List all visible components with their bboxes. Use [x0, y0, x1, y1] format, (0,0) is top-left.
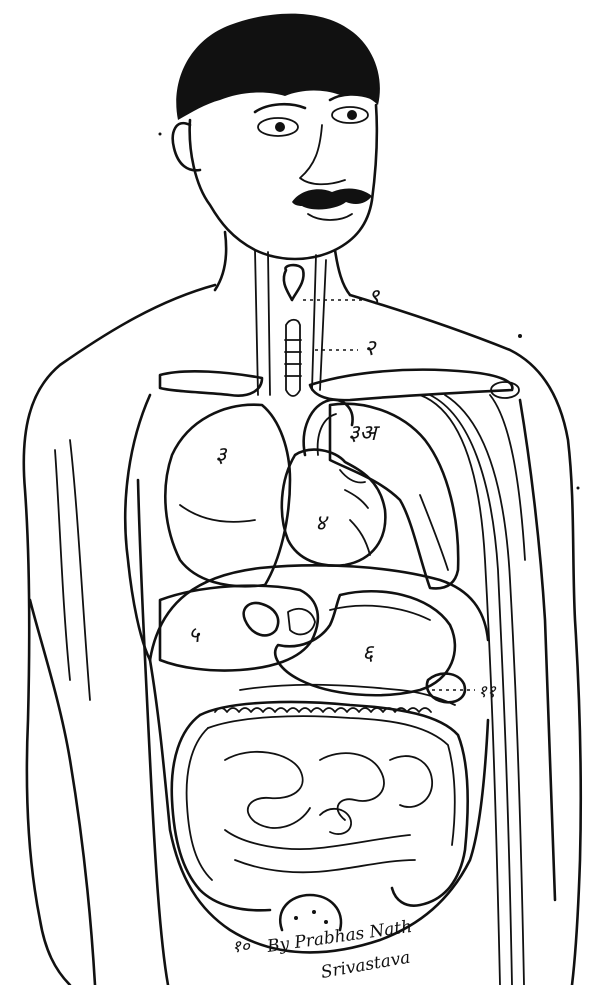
- label-3a: ३अ: [348, 421, 380, 446]
- signature-line-2: Srivastava: [319, 948, 411, 983]
- bladder: [280, 895, 341, 930]
- label-1: ९: [368, 285, 380, 310]
- right-lung: [165, 405, 290, 587]
- head: [173, 14, 380, 259]
- neck: [215, 232, 350, 396]
- liver: [160, 586, 318, 671]
- spleen: [427, 674, 465, 703]
- ear: [173, 123, 200, 170]
- label-3: ३: [215, 443, 228, 468]
- small-intestine: [225, 752, 432, 872]
- label-11: ११: [478, 682, 497, 702]
- larynx: [284, 265, 304, 300]
- plate-number: १०: [232, 937, 251, 957]
- label-2: २: [364, 336, 377, 361]
- gallbladder: [244, 603, 278, 635]
- label-5: ५: [188, 623, 201, 648]
- nose: [300, 125, 345, 184]
- moustache: [292, 189, 372, 210]
- left-clavicle: [160, 371, 262, 395]
- trachea: [285, 320, 301, 396]
- right-clavicle: [310, 370, 512, 400]
- label-4: ४: [315, 511, 329, 536]
- label-6: ६: [362, 641, 375, 666]
- abdomen: [150, 565, 488, 930]
